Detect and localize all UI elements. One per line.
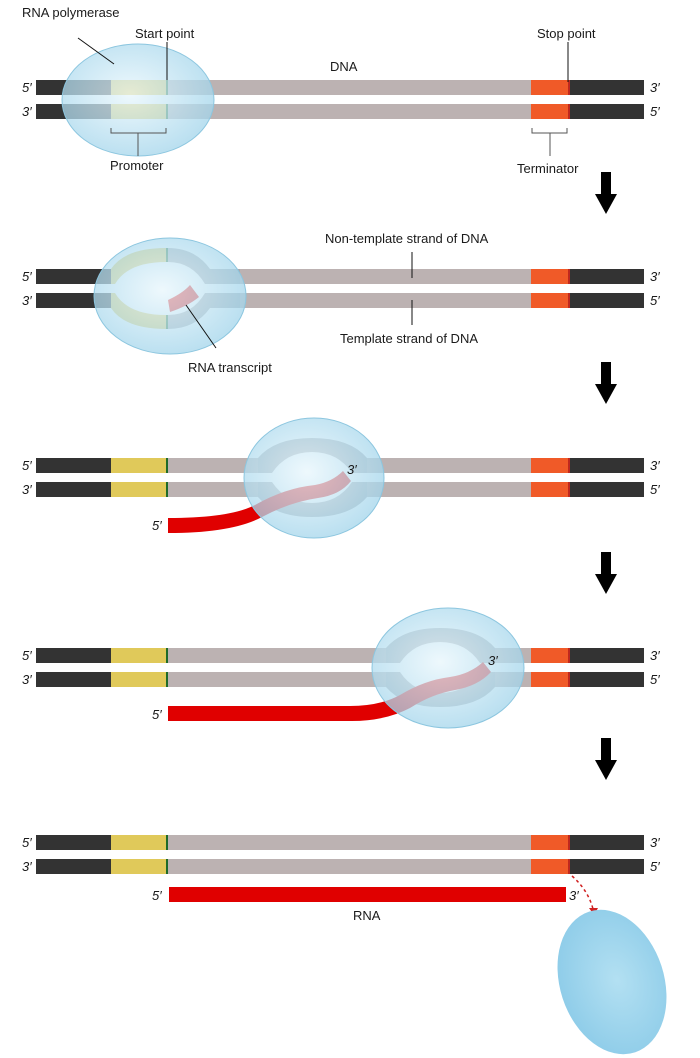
stop-mark	[568, 80, 570, 95]
strand-end-label: 5′	[650, 482, 660, 497]
label-rna-polymerase: RNA polymerase	[22, 5, 120, 20]
strand-end-label: 3′	[22, 672, 32, 687]
down-arrow-icon	[595, 738, 617, 780]
label-terminator: Terminator	[517, 161, 579, 176]
rna-polymerase	[93, 237, 247, 355]
dna-top-strand	[36, 628, 644, 663]
strand-end-label: 3′	[650, 835, 660, 850]
terminator-segment	[531, 104, 568, 119]
strand-end-label: 3′	[22, 293, 32, 308]
dna-top-strand	[36, 835, 644, 850]
strand-end-label: 5′	[650, 293, 660, 308]
strand-end-label: 3′	[650, 269, 660, 284]
terminator-segment	[531, 269, 568, 284]
strand-end-label: 5′	[650, 859, 660, 874]
down-arrow-icon	[595, 552, 617, 594]
strand-end-label: 5′	[22, 648, 32, 663]
stop-mark	[568, 104, 570, 119]
dna-bottom-strand	[36, 672, 644, 707]
rna-polymerase	[371, 607, 525, 729]
release-arrow-path	[571, 875, 594, 910]
flank-segment	[570, 104, 644, 119]
strand-end-label: 5′	[22, 269, 32, 284]
label-promoter: Promoter	[110, 158, 164, 173]
strand-end-label: 5′	[22, 835, 32, 850]
label-stop-point: Stop point	[537, 26, 596, 41]
terminator-bracket	[531, 128, 568, 156]
terminator-segment	[531, 293, 568, 308]
rna-3-prime-label: 3′	[569, 888, 579, 903]
gene-segment	[168, 104, 531, 119]
label-dna: DNA	[330, 59, 358, 74]
flank-segment	[36, 269, 111, 284]
label-template-strand: Template strand of DNA	[340, 331, 478, 346]
flank-segment	[570, 80, 644, 95]
stop-mark	[568, 269, 570, 284]
rna-3-prime-label: 3′	[347, 462, 357, 477]
dna-bottom-strand	[36, 859, 644, 874]
rna-5-prime-label: 5′	[152, 518, 162, 533]
down-arrow-icon	[595, 362, 617, 404]
leader-line	[185, 304, 217, 349]
flank-segment	[36, 293, 111, 308]
strand-end-label: 3′	[22, 859, 32, 874]
down-arrow-icon	[595, 172, 617, 214]
flank-segment	[570, 293, 644, 308]
stage-5: 5′ 3′ 3′ 5′ 5′ 3′ RNA	[22, 835, 667, 1055]
strand-end-label: 3′	[22, 482, 32, 497]
strand-end-label: 3′	[650, 648, 660, 663]
strand-end-label: 5′	[22, 458, 32, 473]
gene-segment	[168, 80, 531, 95]
stop-mark	[568, 293, 570, 308]
promoter-bracket	[110, 128, 167, 156]
label-non-template-strand: Non-template strand of DNA	[325, 231, 489, 246]
label-start-point: Start point	[135, 26, 195, 41]
strand-end-label: 3′	[650, 80, 660, 95]
strand-end-label: 3′	[22, 104, 32, 119]
rna-3-prime-label: 3′	[488, 653, 498, 668]
rna-5-prime-label: 5′	[152, 888, 162, 903]
stage-3: 5′ 3′ 3′ 5′ 5′ 3′	[22, 417, 660, 539]
label-rna: RNA	[353, 908, 381, 923]
rna-5-prime-label: 5′	[152, 707, 162, 722]
terminator-segment	[531, 80, 568, 95]
rna-polymerase	[243, 417, 385, 539]
strand-end-label: 5′	[650, 672, 660, 687]
label-rna-transcript: RNA transcript	[188, 360, 272, 375]
strand-end-label: 5′	[22, 80, 32, 95]
strand-end-label: 5′	[650, 104, 660, 119]
rna-product	[169, 887, 566, 902]
leader-line	[77, 37, 115, 65]
stage-1: 5′ 3′ 3′ 5′ RNA polymerase Start point D…	[22, 5, 660, 176]
flank-segment	[570, 269, 644, 284]
stage-2: 5′ 3′ 3′ 5′ Non-template strand of DNA T…	[22, 231, 660, 375]
released-rna-polymerase	[557, 909, 667, 1055]
stage-4: 5′ 3′ 3′ 5′ 5′ 3′	[22, 607, 660, 729]
strand-end-label: 3′	[650, 458, 660, 473]
